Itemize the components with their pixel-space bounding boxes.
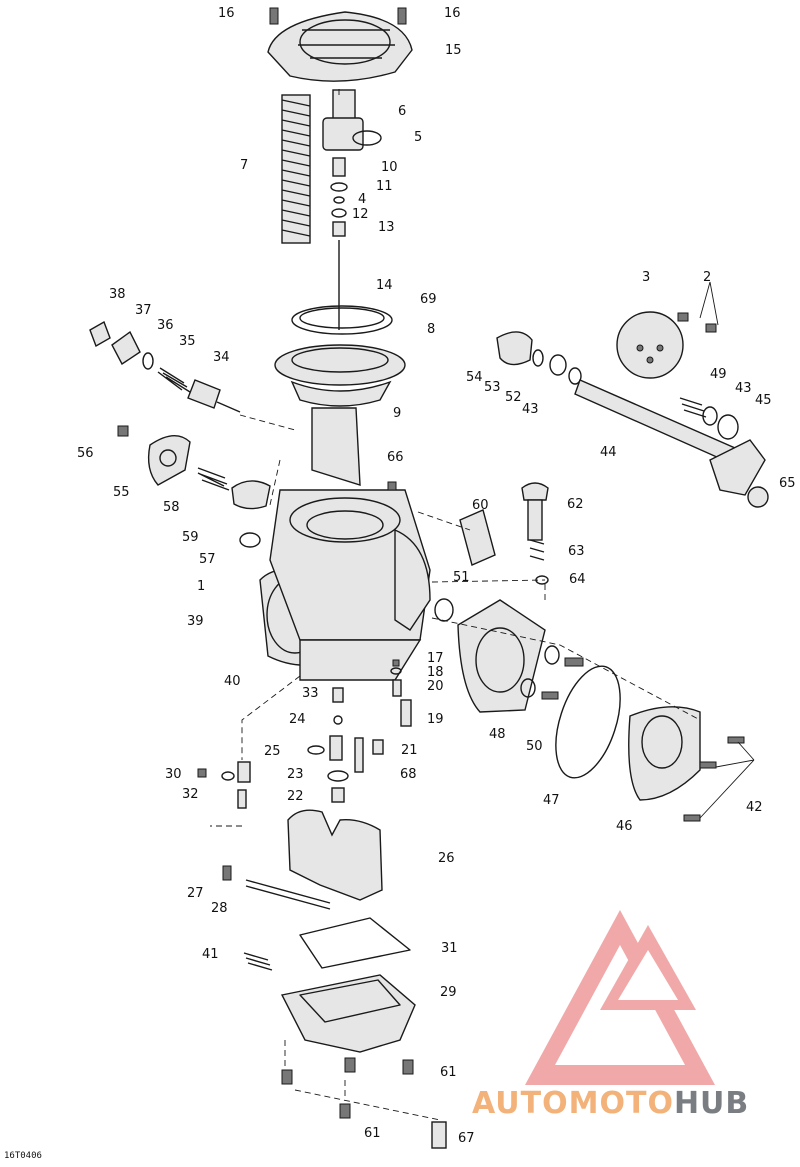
- callout-label: 15: [445, 43, 462, 58]
- callout-label: 4: [358, 192, 366, 207]
- callout-label: 16: [218, 6, 235, 21]
- callout-label: 61: [440, 1065, 457, 1080]
- callout-label: 69: [420, 292, 437, 307]
- callout-label: 63: [568, 544, 585, 559]
- callout-label: 36: [157, 318, 174, 333]
- callout-label: 52: [505, 390, 522, 405]
- callout-label: 12: [352, 207, 369, 222]
- callout-label: 60: [472, 498, 489, 513]
- callout-label: 25: [264, 744, 281, 759]
- callout-label: 53: [484, 380, 501, 395]
- callout-labels: 16 16 15 6 5 7 10 11 4 12 13 14 69 8 9 3…: [77, 6, 796, 1146]
- callout-label: 24: [289, 712, 306, 727]
- callout-label: 61: [364, 1126, 381, 1141]
- callout-label: 33: [302, 686, 319, 701]
- callout-label: 16: [444, 6, 461, 21]
- carburetor-body: [259, 481, 431, 681]
- callout-label: 11: [376, 179, 393, 194]
- callout-label: 46: [616, 819, 633, 834]
- callout-label: 23: [287, 767, 304, 782]
- callout-label: 57: [199, 552, 216, 567]
- callout-label: 66: [387, 450, 404, 465]
- callout-label: 3: [642, 270, 650, 285]
- watermark-brand-left: AUTOMOTO: [472, 1086, 674, 1121]
- callout-label: 49: [710, 367, 727, 382]
- callout-label: 40: [224, 674, 241, 689]
- callout-label: 48: [489, 727, 506, 742]
- spring-7: [281, 94, 311, 244]
- callout-label: 19: [427, 712, 444, 727]
- callout-label: 8: [427, 322, 435, 337]
- callout-label: 67: [458, 1131, 475, 1146]
- callout-label: 37: [135, 303, 152, 318]
- callout-label: 64: [569, 572, 586, 587]
- callout-label: 22: [287, 789, 304, 804]
- callout-label: 10: [381, 160, 398, 175]
- callout-label: 26: [438, 851, 455, 866]
- watermark-brand-right: HUB: [673, 1086, 750, 1121]
- callout-label: 30: [165, 767, 182, 782]
- callout-label: 58: [163, 500, 180, 515]
- callout-label: 1: [197, 579, 205, 594]
- callout-label: 65: [779, 476, 796, 491]
- callout-label: 62: [567, 497, 584, 512]
- watermark-logo-icon: [525, 910, 715, 1085]
- callout-label: 31: [441, 941, 458, 956]
- callout-label: 6: [398, 104, 406, 119]
- callout-label: 9: [393, 406, 401, 421]
- callout-label: 43: [522, 402, 539, 417]
- drawing-code: 16T0406: [4, 1151, 42, 1161]
- callout-label: 18: [427, 665, 444, 680]
- callout-label: 7: [240, 158, 248, 173]
- callout-label: 32: [182, 787, 199, 802]
- callout-label: 47: [543, 793, 560, 808]
- callout-label: 14: [376, 278, 393, 293]
- callout-label: 68: [400, 767, 417, 782]
- callout-label: 59: [182, 530, 199, 545]
- callout-label: 42: [746, 800, 763, 815]
- callout-label: 39: [187, 614, 204, 629]
- callout-label: 29: [440, 985, 457, 1000]
- callout-label: 20: [427, 679, 444, 694]
- callout-label: 27: [187, 886, 204, 901]
- callout-label: 45: [755, 393, 772, 408]
- callout-label: 55: [113, 485, 130, 500]
- callout-label: 56: [77, 446, 94, 461]
- parts-drawing: [89, 7, 769, 1149]
- callout-label: 43: [735, 381, 752, 396]
- watermark-brand: AUTOMOTOHUB: [472, 1086, 749, 1121]
- callout-label: 44: [600, 445, 617, 460]
- callout-label: 13: [378, 220, 395, 235]
- callout-label: 54: [466, 370, 483, 385]
- callout-label: 5: [414, 130, 422, 145]
- callout-label: 41: [202, 947, 219, 962]
- callout-label: 17: [427, 651, 444, 666]
- callout-label: 21: [401, 743, 418, 758]
- callout-label: 38: [109, 287, 126, 302]
- callout-label: 34: [213, 350, 230, 365]
- callout-label: 50: [526, 739, 543, 754]
- callout-label: 2: [703, 270, 711, 285]
- callout-label: 28: [211, 901, 228, 916]
- callout-label: 35: [179, 334, 196, 349]
- callout-label: 51: [453, 570, 470, 585]
